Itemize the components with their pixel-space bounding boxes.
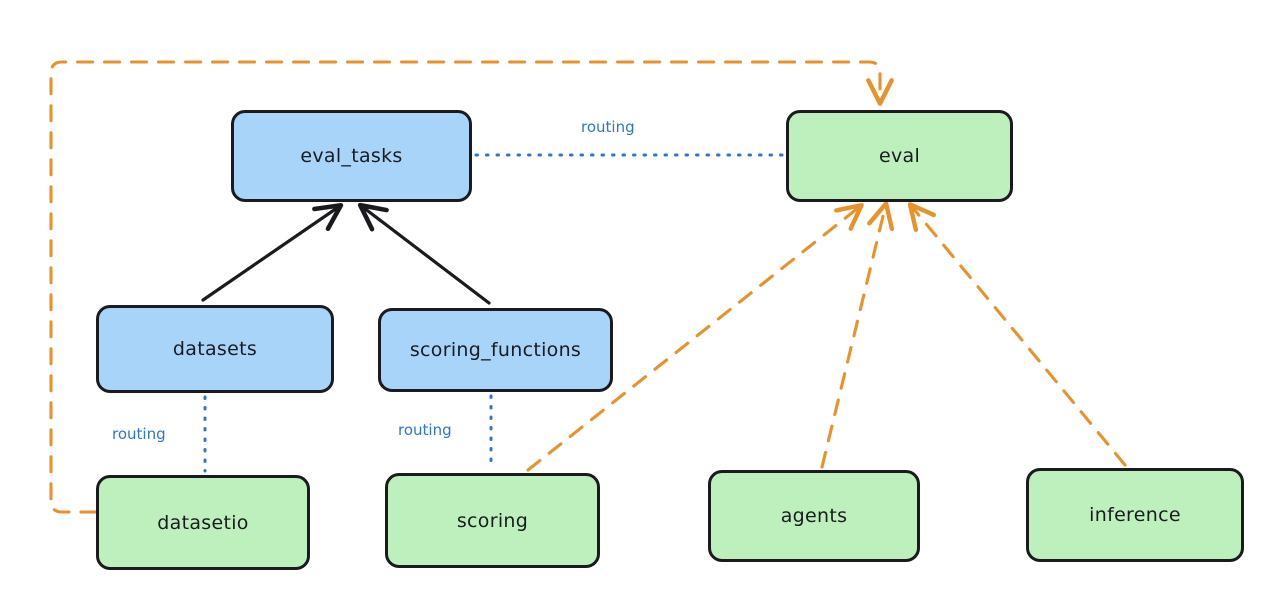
edge-label-routing-eval: routing bbox=[581, 118, 635, 136]
edge-agents-eval bbox=[820, 201, 895, 469]
node-label-scoring-functions: scoring_functions bbox=[409, 339, 582, 361]
node-label-scoring: scoring bbox=[456, 509, 529, 532]
node-eval[interactable]: eval bbox=[786, 110, 1013, 202]
node-scoring[interactable]: scoring bbox=[385, 473, 600, 568]
node-inference[interactable]: inference bbox=[1026, 468, 1244, 562]
edge-datasets-eval_tasks bbox=[201, 203, 344, 302]
node-datasets[interactable]: datasets bbox=[96, 305, 334, 393]
node-agents[interactable]: agents bbox=[708, 470, 920, 562]
edge-label-routing-datasetio: routing bbox=[112, 425, 166, 443]
node-scoring-functions[interactable]: scoring_functions bbox=[378, 308, 613, 392]
node-label-agents: agents bbox=[780, 505, 848, 527]
node-label-eval: eval bbox=[878, 145, 921, 167]
node-label-inference: inference bbox=[1089, 504, 1181, 526]
edge-scoring_functions-eval_tasks bbox=[357, 202, 491, 305]
node-label-datasets: datasets bbox=[172, 338, 258, 360]
node-label-datasetio: datasetio bbox=[157, 511, 249, 534]
edge-inference-eval bbox=[907, 202, 1127, 467]
node-label-eval-tasks: eval_tasks bbox=[300, 145, 403, 167]
node-eval-tasks[interactable]: eval_tasks bbox=[231, 110, 472, 202]
edge-label-routing-scoring: routing bbox=[398, 421, 452, 439]
node-datasetio[interactable]: datasetio bbox=[96, 475, 310, 570]
